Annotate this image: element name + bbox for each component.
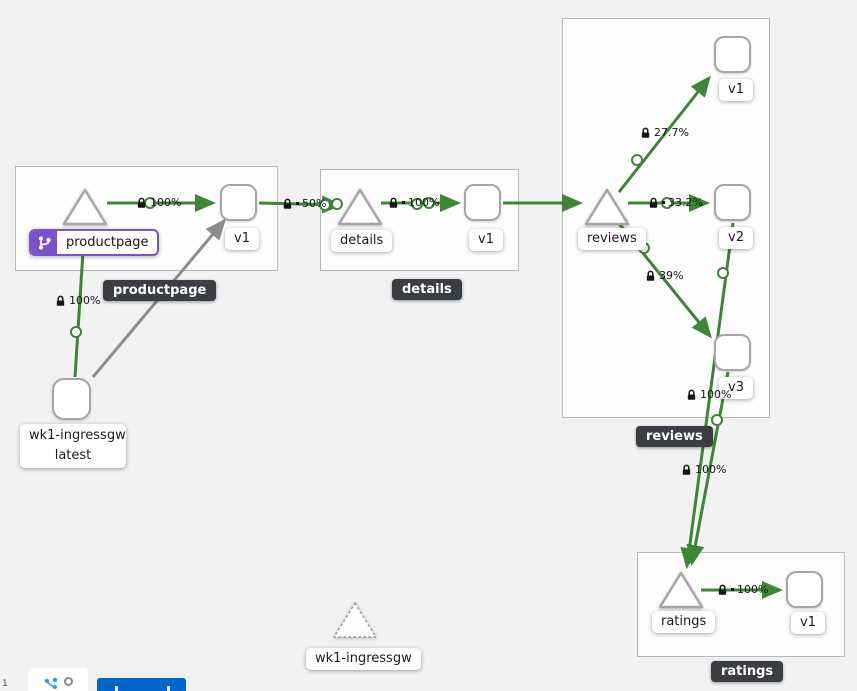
node-label-details-v1[interactable]: v1 [469, 229, 503, 251]
ingress-label-line2: latest [54, 448, 92, 463]
node-label-text: productpage [66, 235, 149, 250]
lock-icon [56, 295, 65, 306]
virtual-service-badge-icon [31, 231, 57, 254]
workload-node-productpage-v1[interactable] [220, 184, 257, 221]
node-label-ingress-workload[interactable]: wk1-ingressgw latest [20, 424, 126, 468]
label-tick [662, 201, 665, 204]
edge-label-ratings-v1: 100% [717, 583, 768, 596]
edge-label-reviews-v1: 27.7% [640, 126, 689, 139]
workload-node-ingress[interactable] [52, 378, 91, 420]
lock-icon [137, 197, 146, 208]
node-label-details[interactable]: details [331, 230, 393, 252]
lock-icon [649, 197, 658, 208]
service-node-ratings[interactable] [658, 569, 704, 611]
service-node-reviews[interactable] [584, 186, 630, 228]
label-tick [731, 588, 734, 591]
edge-label-pp-v1-details: 50% [282, 197, 326, 210]
edge-label-details-v1: 100% [388, 196, 439, 209]
lock-icon [687, 389, 696, 400]
edge-label-v2-ratings: 100% [681, 463, 726, 476]
node-label-reviews-v2[interactable]: v2 [719, 227, 753, 249]
edge-label-reviews-v3: 39% [645, 269, 683, 282]
button-text-fragment [115, 686, 118, 691]
workload-node-reviews-v2[interactable] [714, 184, 751, 221]
service-node-ingress-dashed[interactable] [332, 599, 378, 641]
zoom-level-indicator: 1 [2, 679, 10, 689]
edge-label-productpage-v1: 100% [136, 196, 181, 209]
edge-label-reviews-v2: 33.2% [648, 196, 703, 209]
tooltip-productpage: productpage [103, 280, 217, 301]
graph-layout-icon [44, 677, 57, 689]
legend-button[interactable] [97, 678, 186, 691]
node-label-reviews-v1[interactable]: v1 [719, 79, 753, 101]
circle-glyph-icon [63, 677, 73, 686]
graph-tool-button[interactable] [28, 668, 88, 691]
node-label-ratings[interactable]: ratings [652, 611, 716, 633]
service-node-details[interactable] [337, 186, 383, 228]
node-label-reviews[interactable]: reviews [578, 228, 646, 250]
workload-node-ratings-v1[interactable] [786, 571, 823, 608]
node-label-productpage-v1[interactable]: v1 [225, 228, 259, 250]
lock-icon [718, 584, 727, 595]
edge-label-ingress-productpage: 100% [55, 294, 100, 307]
node-label-ratings-v1[interactable]: v1 [791, 612, 825, 634]
label-tick [296, 202, 299, 205]
node-label-reviews-v3[interactable]: v3 [719, 377, 753, 399]
service-node-productpage[interactable] [62, 186, 108, 228]
tooltip-ratings: ratings [711, 661, 784, 682]
tooltip-reviews: reviews [636, 426, 713, 447]
lock-icon [389, 197, 398, 208]
button-text-fragment [167, 686, 170, 691]
workload-node-details-v1[interactable] [464, 184, 501, 221]
lock-icon [283, 198, 292, 209]
edge-label-v3-ratings: 100% [686, 388, 731, 401]
node-label-ingress-service[interactable]: wk1-ingressgw [306, 648, 421, 670]
edge-reviews-to-v1[interactable] [617, 75, 711, 193]
node-label-productpage[interactable]: productpage [29, 229, 160, 256]
lock-icon [641, 127, 650, 138]
workload-node-reviews-v3[interactable] [714, 334, 751, 371]
lock-icon [646, 270, 655, 281]
lock-icon [682, 464, 691, 475]
edge-ingress-to-productpage[interactable] [73, 233, 92, 378]
edge-reviews-v3-to-ratings[interactable] [686, 371, 730, 566]
label-tick [402, 201, 405, 204]
ingress-label-line1: wk1-ingressgw [29, 428, 126, 443]
edge-reviews-v2-to-ratings[interactable] [680, 222, 735, 569]
workload-node-reviews-v1[interactable] [714, 36, 751, 73]
tooltip-details: details [392, 279, 462, 300]
